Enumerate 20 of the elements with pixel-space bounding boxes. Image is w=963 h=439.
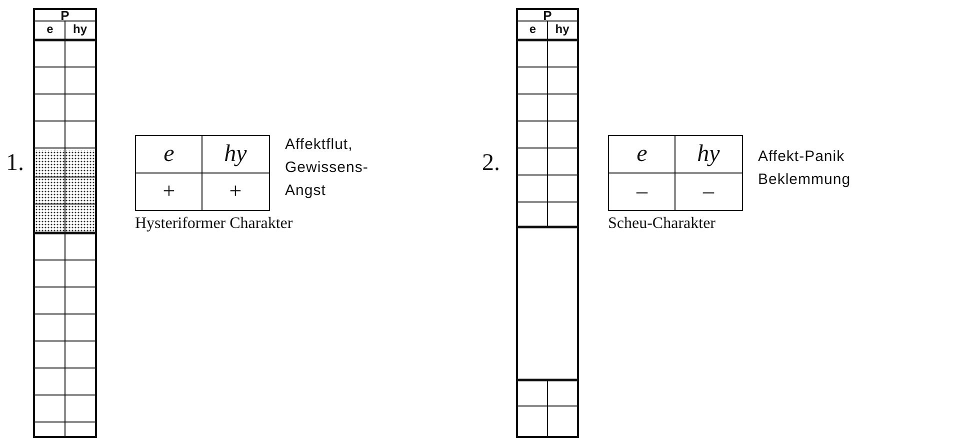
column-subheader: hy [554,22,570,36]
table-cell-text: + [228,178,243,204]
row-number: 2. [482,150,500,177]
description-text: Affekt-Panik Beklemmung [758,147,852,190]
column-header: P [542,8,553,23]
caption-text: Scheu-Charakter [608,215,716,233]
table-cell-text: – [702,178,716,204]
table-header: hy [696,141,721,168]
table-cell-text: – [635,178,649,204]
table-header: e [162,141,176,168]
table-header: e [636,141,648,168]
row-number: 1. [6,150,24,177]
caption-text: Hysteriformer Charakter [135,215,293,233]
table-cell-text: + [162,178,176,204]
table-header: hy [223,141,248,168]
column-subheader: e [46,22,54,36]
column-subheader: e [528,22,538,36]
column-header: P [60,8,70,23]
description-text: Affektflut, Gewissens-Angst [285,135,365,201]
column-subheader: hy [72,22,88,36]
